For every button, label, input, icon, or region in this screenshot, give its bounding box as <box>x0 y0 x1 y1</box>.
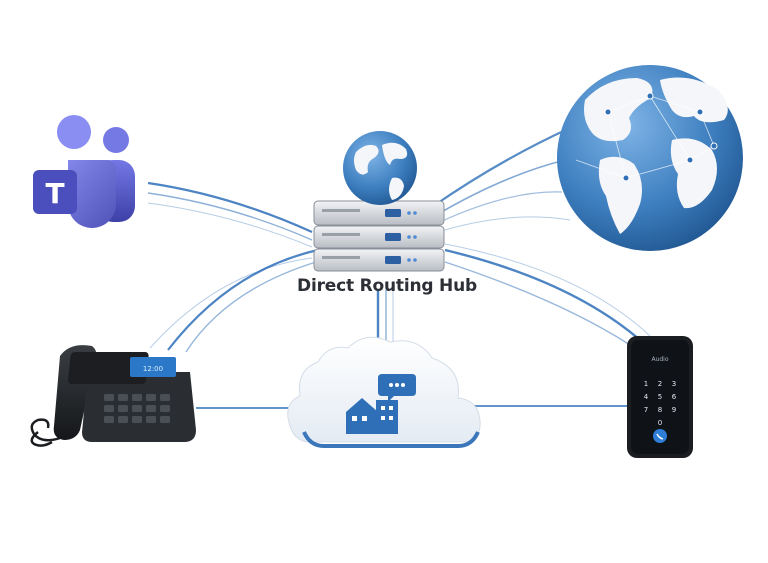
server-unit <box>313 248 445 272</box>
cloud-office-icon <box>287 336 481 448</box>
svg-text:1: 1 <box>644 380 648 388</box>
globe-routes <box>575 95 715 179</box>
svg-text:6: 6 <box>672 393 677 401</box>
svg-text:4: 4 <box>644 393 649 401</box>
server-unit <box>313 225 445 249</box>
link-hub-world <box>431 126 571 208</box>
svg-text:3: 3 <box>672 380 676 388</box>
call-button-icon <box>653 429 667 443</box>
small-globe-icon <box>343 131 417 205</box>
globe-icon <box>557 65 743 251</box>
keypad <box>104 394 170 423</box>
svg-text:8: 8 <box>658 406 662 414</box>
link-hub-mobile <box>444 248 641 341</box>
svg-text:5: 5 <box>658 393 662 401</box>
server-unit <box>313 200 445 226</box>
svg-text:0: 0 <box>658 419 662 427</box>
link-hub-deskphone <box>167 248 319 351</box>
link-teams-hub <box>147 181 313 234</box>
smartphone-icon: Audio 1 2 3 4 5 6 7 8 9 0 <box>627 336 693 458</box>
svg-text:9: 9 <box>672 406 676 414</box>
svg-text:12:00: 12:00 <box>143 365 163 373</box>
connection-lines <box>147 126 651 409</box>
building-windows <box>352 406 393 421</box>
teams-logo-icon: T <box>33 115 135 228</box>
svg-text:2: 2 <box>658 380 662 388</box>
hub-label: Direct Routing Hub <box>297 276 477 296</box>
desk-phone-icon: 12:00 <box>30 345 196 447</box>
server-stack-icon <box>313 131 445 272</box>
map-pins <box>604 92 718 182</box>
phone-dialpad: 1 2 3 4 5 6 7 8 9 0 <box>644 380 677 427</box>
teams-logo-letter: T <box>45 177 64 210</box>
phone-screen-label: Audio <box>651 356 668 363</box>
svg-text:7: 7 <box>644 406 648 414</box>
chat-bubble-icon <box>378 374 416 402</box>
